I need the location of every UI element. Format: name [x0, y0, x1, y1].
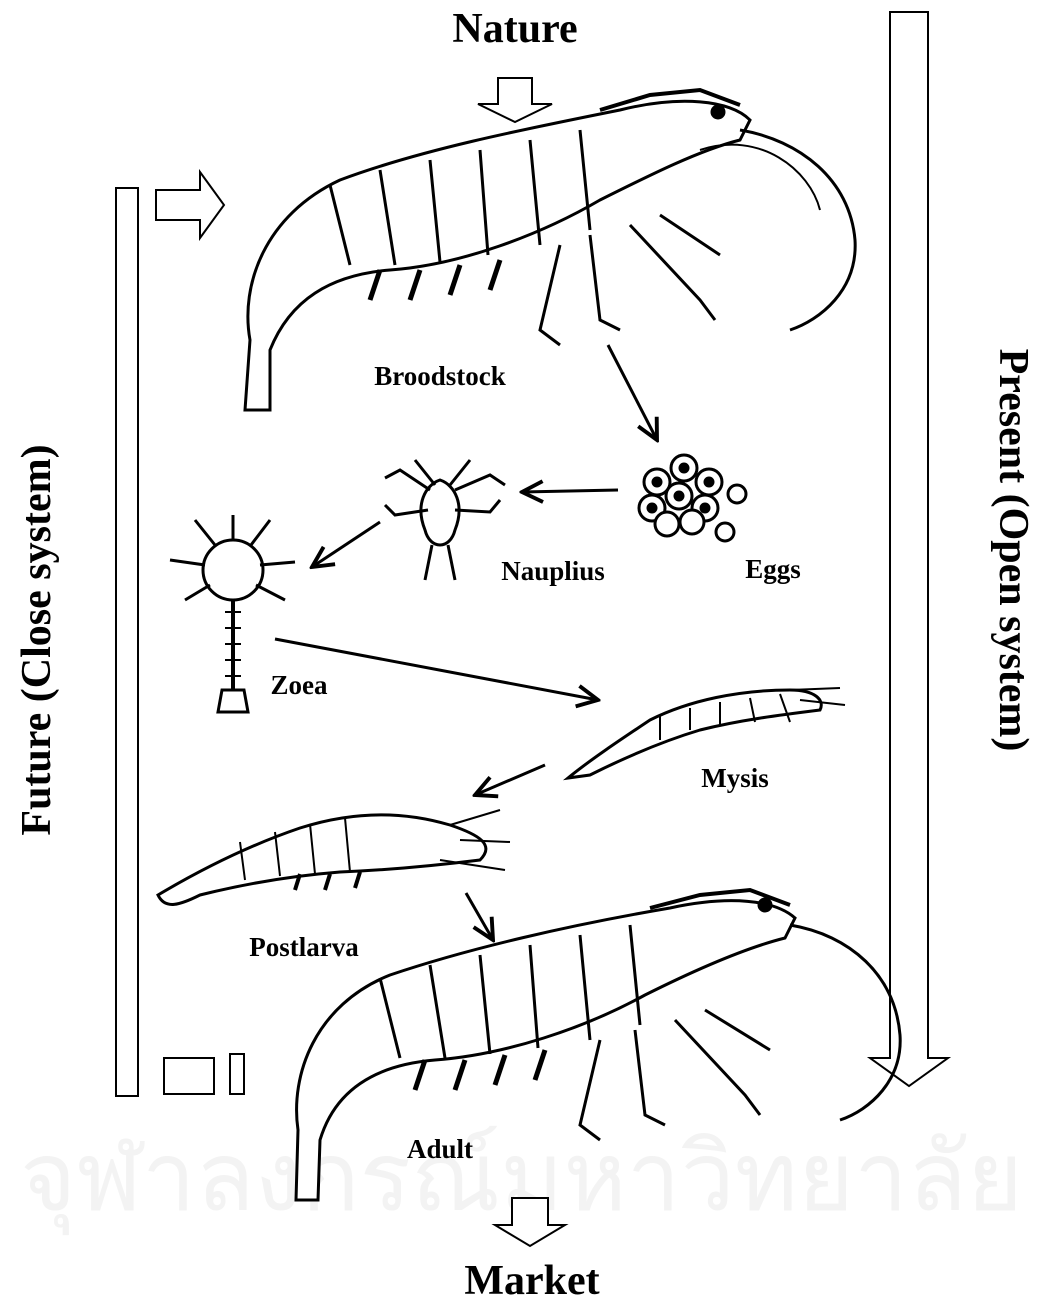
nauplius-icon [385, 460, 505, 580]
broodstock-label: Broodstock [374, 361, 506, 391]
close-system-right-arrow-icon [156, 172, 224, 238]
broodstock-shrimp-icon [245, 90, 855, 410]
postlarva-label: Postlarva [249, 932, 359, 962]
nature-down-arrow-icon [478, 78, 552, 122]
eggs-icon [639, 455, 746, 541]
adult-label: Adult [407, 1134, 473, 1164]
eggs-label: Eggs [745, 554, 801, 584]
present-open-system-label: Present (Open system) [990, 349, 1036, 752]
mysis-to-postlarva-arrow [475, 765, 545, 795]
market-label: Market [464, 1258, 599, 1304]
mysis-label: Mysis [701, 763, 769, 793]
close-system-bottom-box [164, 1058, 214, 1094]
close-system-bottom-small-box [230, 1054, 244, 1094]
postlarva-to-adult-arrow [466, 893, 493, 940]
present-open-system-down-arrow-icon [870, 12, 948, 1086]
future-close-system-bar [116, 188, 138, 1096]
broodstock-to-eggs-arrow [608, 345, 657, 440]
zoea-label: Zoea [271, 670, 328, 700]
future-close-system-label: Future (Close system) [14, 444, 60, 835]
nature-label: Nature [452, 6, 577, 52]
nauplius-label: Nauplius [501, 556, 605, 586]
postlarva-icon [158, 810, 510, 904]
nauplius-to-zoea-arrow [312, 522, 380, 567]
eggs-to-nauplius-arrow [522, 490, 618, 492]
